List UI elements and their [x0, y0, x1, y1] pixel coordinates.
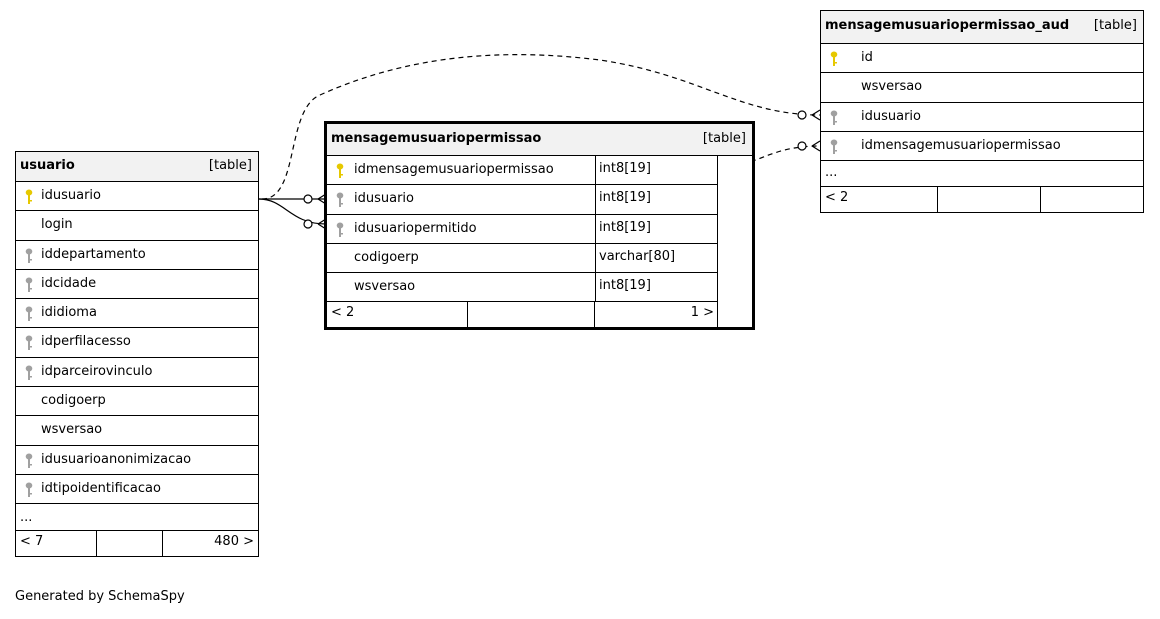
column-row[interactable]: ididioma [16, 299, 258, 329]
column-name: idparceirovinculo [41, 363, 153, 379]
column-row[interactable]: idperfilacesso [16, 328, 258, 358]
column-type: int8[19] [595, 156, 718, 185]
rel-usuario-idusuario-end [303, 194, 313, 204]
column-row[interactable]: idtipoidentificacao [16, 475, 258, 505]
column-name: idperfilacesso [41, 334, 131, 350]
foreign-key-icon [336, 192, 346, 208]
foreign-key-icon [25, 482, 35, 498]
column-row[interactable]: id [821, 44, 1143, 74]
foreign-key-icon [25, 335, 35, 351]
table-usuario-footer: < 7 480 > [16, 531, 258, 557]
column-row[interactable]: wsversao [821, 73, 1143, 103]
children-count[interactable]: 1 > [690, 305, 714, 321]
foreign-key-icon [25, 306, 35, 322]
column-name: iddepartamento [41, 246, 146, 262]
table-permissao-right-strip [717, 156, 718, 328]
table-kind: [table] [702, 131, 746, 146]
foreign-key-icon [830, 110, 840, 126]
foreign-key-icon [25, 365, 35, 381]
table-usuario-header: usuario [table] [16, 152, 258, 182]
generated-by-label: Generated by SchemaSpy [15, 589, 185, 604]
table-kind: [table] [1093, 18, 1137, 33]
parents-count[interactable]: < 2 [327, 302, 468, 328]
column-row[interactable]: idparceirovinculo [16, 358, 258, 388]
column-row[interactable]: idusuario int8[19] [327, 185, 718, 215]
column-name: codigoerp [354, 249, 419, 265]
table-aud-footer: < 2 [821, 187, 1143, 213]
column-row[interactable]: wsversao int8[19] [327, 273, 718, 303]
footer-spacer [468, 302, 595, 328]
column-row[interactable]: idcidade [16, 270, 258, 300]
column-name: id [861, 50, 873, 65]
children-count[interactable] [1041, 187, 1143, 212]
rel-aud-idmensagem-end [797, 141, 807, 151]
column-row[interactable]: idusuariopermitido int8[19] [327, 214, 718, 244]
column-name: idusuario [41, 188, 101, 203]
footer-spacer [97, 531, 163, 557]
column-name: idusuarioanonimizacao [41, 451, 192, 467]
foreign-key-icon [830, 139, 840, 155]
parents-count[interactable]: < 2 [821, 187, 938, 213]
rel-aud-idusuario [261, 54, 821, 200]
column-name: idmensagemusuariopermissao [861, 137, 1061, 153]
rel-aud-idusuario-crowfoot [811, 109, 821, 121]
column-name: idcidade [41, 275, 97, 291]
footer-spacer [938, 187, 1041, 213]
column-row[interactable]: login [16, 211, 258, 241]
column-type: int8[19] [595, 273, 718, 302]
column-name: wsversao [41, 422, 103, 438]
more-columns: ... [16, 504, 258, 532]
table-aud-header: mensagemusuariopermissao_aud [table] [821, 11, 1143, 44]
rel-usuario-idusuariopermitido-end [303, 219, 313, 229]
column-type: int8[19] [595, 214, 718, 243]
column-row[interactable]: idusuario [16, 182, 258, 212]
table-kind: [table] [208, 158, 252, 173]
primary-key-icon [336, 163, 346, 179]
table-mensagemusuariopermissao-aud[interactable]: mensagemusuariopermissao_aud [table] id w… [820, 10, 1144, 214]
column-name: codigoerp [41, 393, 106, 409]
foreign-key-icon [25, 248, 35, 264]
column-row[interactable]: iddepartamento [16, 241, 258, 270]
column-type: varchar[80] [595, 243, 718, 273]
column-name: ididioma [41, 305, 97, 321]
column-name: idusuariopermitido [354, 220, 477, 236]
more-label: ... [825, 165, 838, 181]
primary-key-icon [830, 51, 840, 67]
column-type: int8[19] [595, 185, 718, 214]
children-count[interactable]: 480 > [214, 534, 254, 550]
table-name: mensagemusuariopermissao [331, 131, 542, 146]
table-name: usuario [20, 158, 75, 173]
column-row[interactable]: wsversao [16, 416, 258, 446]
rel-aud-idusuario-end [797, 110, 807, 120]
foreign-key-icon [25, 453, 35, 469]
table-usuario[interactable]: usuario [table] idusuario login iddepartam… [15, 151, 259, 558]
column-name: idtipoidentificacao [41, 480, 161, 496]
foreign-key-icon [25, 277, 35, 293]
column-name: idusuario [354, 191, 414, 207]
table-mensagemusuariopermissao[interactable]: mensagemusuariopermissao [table] idmensa… [324, 121, 755, 331]
primary-key-icon [25, 189, 35, 205]
column-name: idmensagemusuariopermissao [354, 162, 554, 177]
more-label: ... [20, 510, 33, 526]
column-row[interactable]: idmensagemusuariopermissao int8[19] [327, 156, 718, 186]
table-permissao-footer: < 2 1 > [327, 302, 718, 328]
more-columns: ... [821, 161, 1143, 188]
rel-usuario-idusuariopermitido [258, 198, 327, 225]
column-name: idusuario [861, 108, 921, 124]
table-name: mensagemusuariopermissao_aud [825, 18, 1070, 33]
rel-aud-idmensagem-crowfoot [811, 140, 821, 152]
parents-count[interactable]: < 7 [16, 531, 97, 557]
column-row[interactable]: codigoerp [16, 387, 258, 417]
column-name: login [41, 217, 73, 233]
table-permissao-header: mensagemusuariopermissao [table] [327, 124, 752, 156]
column-row[interactable]: codigoerp varchar[80] [327, 243, 718, 274]
foreign-key-icon [336, 222, 346, 238]
column-name: wsversao [861, 79, 923, 95]
column-row[interactable]: idusuario [821, 103, 1143, 132]
column-name: wsversao [354, 279, 416, 295]
column-row[interactable]: idmensagemusuariopermissao [821, 132, 1143, 162]
column-row[interactable]: idusuarioanonimizacao [16, 446, 258, 475]
